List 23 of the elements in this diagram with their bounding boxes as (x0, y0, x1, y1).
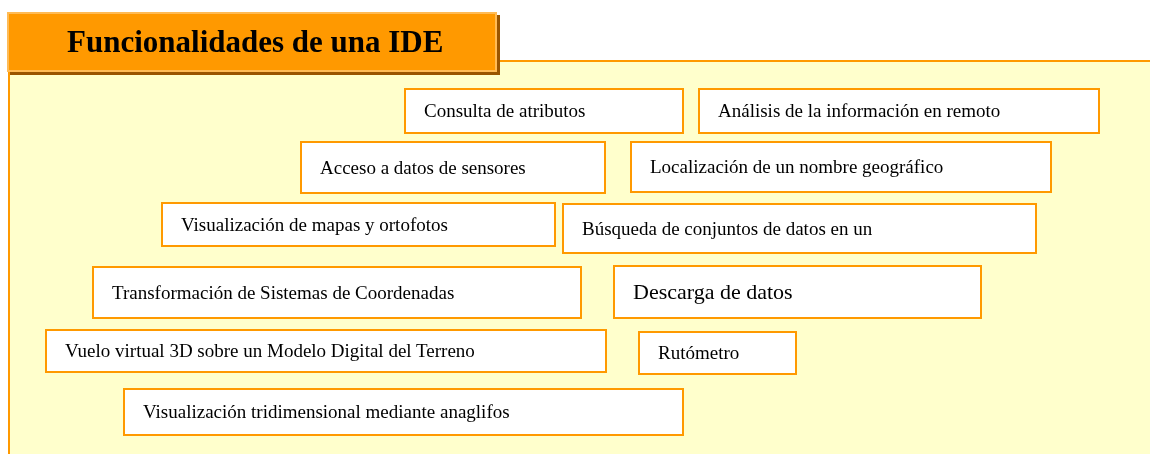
function-label: Transformación de Sistemas de Coordenadas (111, 281, 455, 304)
function-box (404, 88, 684, 134)
function-label: Acceso a datos de sensores (319, 156, 526, 179)
function-label: Análisis de la información en remoto (717, 100, 1001, 122)
function-label: Descarga de datos (632, 279, 793, 305)
function-box (613, 265, 982, 319)
function-label: Consulta de atributos (423, 100, 586, 122)
function-label: Visualización de mapas y ortofotos (180, 213, 448, 236)
function-box (300, 141, 606, 194)
function-label: Localización de un nombre geográfico (649, 156, 944, 178)
function-box (638, 331, 797, 375)
function-box (698, 88, 1100, 134)
function-label: Visualización tridimensional mediante anaglifos (142, 401, 510, 423)
function-label: Vuelo virtual 3D sobre un Modelo Digital del Terreno (64, 340, 475, 362)
function-box (123, 388, 684, 436)
function-box (45, 329, 607, 373)
function-label: Rutómetro (657, 342, 740, 364)
function-box (92, 266, 582, 319)
function-box (562, 203, 1037, 254)
function-box (161, 202, 556, 247)
function-label: Búsqueda de conjuntos de datos en un (581, 217, 873, 240)
function-box (630, 141, 1052, 193)
title-tab: Funcionalidades de una IDE (7, 12, 497, 72)
